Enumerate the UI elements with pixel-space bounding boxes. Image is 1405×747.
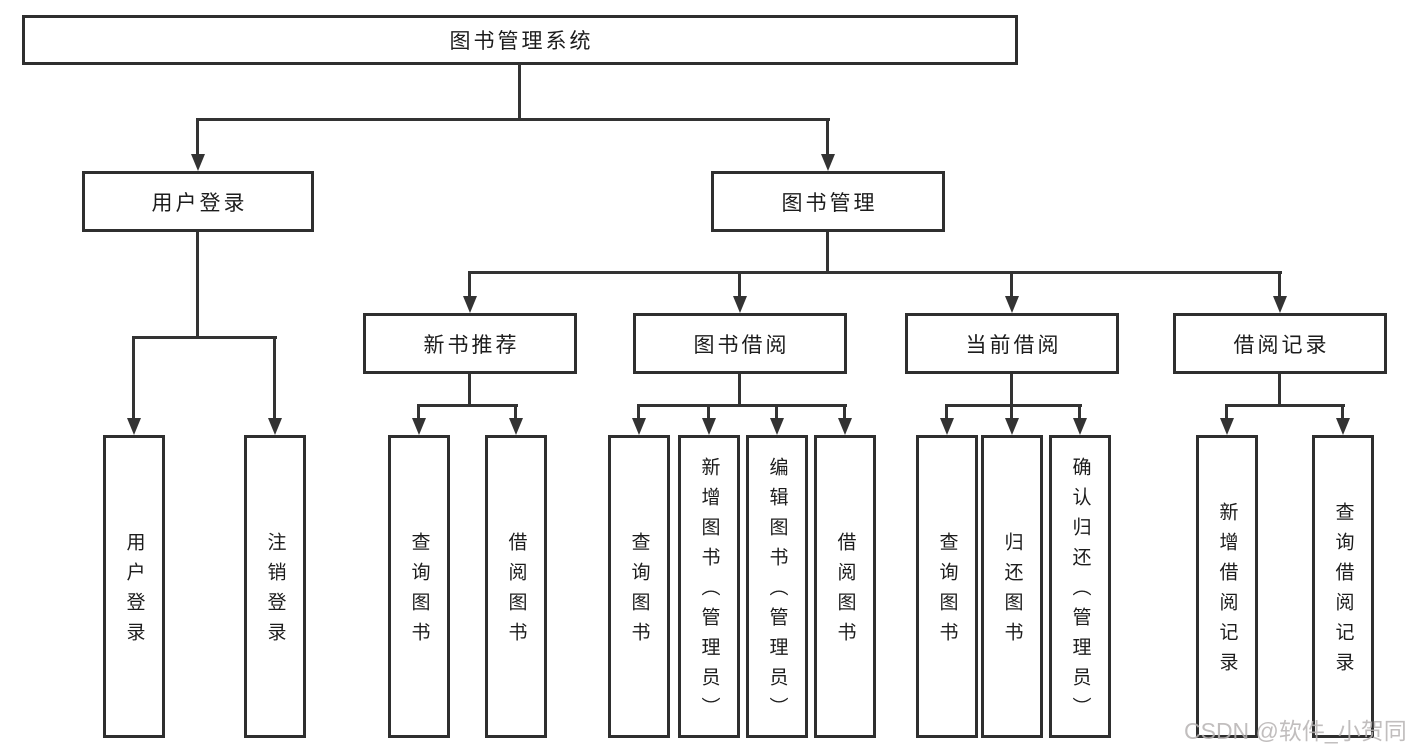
current-borrow-branch-line (945, 404, 1082, 407)
drop-book-management-line (826, 118, 829, 156)
leaf-borrow-query-books: 查询图书 (608, 435, 670, 738)
arrow-down-borrow-records (1273, 296, 1287, 313)
leaf-borrow-books-label: 借阅图书 (834, 532, 856, 652)
arrow-down-leaf-logout (268, 418, 282, 435)
csdn-watermark: CSDN @软件_小贺同学 (1184, 718, 1405, 744)
node-borrow-records: 借阅记录 (1173, 313, 1387, 374)
current-borrow-stem-line (1010, 374, 1013, 406)
node-current-borrow: 当前借阅 (905, 313, 1119, 374)
leaf-add-books-admin-label: 新增图书（管理员） (698, 457, 720, 727)
drop-borrow-records-line (1278, 271, 1281, 299)
book-borrow-branch-line (637, 404, 847, 407)
leaf-logout-label: 注销登录 (264, 532, 286, 652)
node-user-login: 用户登录 (82, 171, 314, 232)
node-current-borrow-label: 当前借阅 (965, 333, 1062, 357)
arrow-down-new-book-recommend (463, 296, 477, 313)
node-borrow-records-label: 借阅记录 (1233, 333, 1330, 357)
leaf-recommend-borrow-books-label: 借阅图书 (505, 532, 527, 652)
arrow-down-add-books (702, 418, 716, 435)
leaf-borrow-books: 借阅图书 (814, 435, 876, 738)
drop-current-borrow-line (1010, 271, 1013, 299)
node-book-management: 图书管理 (711, 171, 945, 232)
arrow-down-edit-books (770, 418, 784, 435)
user-login-stem-line (196, 232, 199, 338)
leaf-user-login: 用户登录 (103, 435, 165, 738)
node-new-book-recommend-label: 新书推荐 (423, 333, 520, 357)
node-root: 图书管理系统 (22, 15, 1018, 65)
drop-add-books-line (707, 404, 710, 420)
drop-current-query-line (945, 404, 948, 420)
drop-borrow-books-line (843, 404, 846, 420)
node-book-borrow: 图书借阅 (633, 313, 847, 374)
arrow-down-current-borrow (1005, 296, 1019, 313)
arrow-down-borrow-books (838, 418, 852, 435)
leaf-confirm-return-admin-label: 确认归还（管理员） (1069, 457, 1091, 727)
arrow-down-book-management (821, 154, 835, 171)
book-management-branch-line (469, 271, 1282, 274)
new-book-recommend-branch-line (417, 404, 518, 407)
drop-confirm-return-line (1078, 404, 1081, 420)
node-new-book-recommend: 新书推荐 (363, 313, 577, 374)
arrow-down-user-login (191, 154, 205, 171)
drop-borrow-query-line (637, 404, 640, 420)
arrow-down-book-borrow (733, 296, 747, 313)
leaf-current-query-books: 查询图书 (916, 435, 978, 738)
leaf-return-books-label: 归还图书 (1001, 532, 1023, 652)
leaf-confirm-return-admin: 确认归还（管理员） (1049, 435, 1111, 738)
leaf-borrow-query-books-label: 查询图书 (628, 532, 650, 652)
leaf-recommend-query-books: 查询图书 (388, 435, 450, 738)
arrow-down-recommend-query (412, 418, 426, 435)
node-book-management-label: 图书管理 (781, 191, 878, 215)
drop-book-borrow-line (738, 271, 741, 299)
drop-leaf-logout-line (273, 336, 276, 420)
leaf-user-login-label: 用户登录 (123, 532, 145, 652)
node-book-borrow-label: 图书借阅 (693, 333, 790, 357)
arrow-down-query-record (1336, 418, 1350, 435)
new-book-recommend-stem-line (468, 374, 471, 406)
book-management-stem-line (826, 232, 829, 274)
leaf-query-borrow-record-label: 查询借阅记录 (1332, 502, 1354, 682)
leaf-add-borrow-record: 新增借阅记录 (1196, 435, 1258, 738)
root-stem-line (518, 64, 521, 120)
leaf-add-borrow-record-label: 新增借阅记录 (1216, 502, 1238, 682)
drop-recommend-borrow-line (514, 404, 517, 420)
drop-query-record-line (1341, 404, 1344, 420)
node-root-label: 图书管理系统 (449, 30, 594, 53)
arrow-down-current-query (940, 418, 954, 435)
leaf-edit-books-admin-label: 编辑图书（管理员） (766, 457, 788, 727)
leaf-return-books: 归还图书 (981, 435, 1043, 738)
leaf-logout: 注销登录 (244, 435, 306, 738)
root-branch-line (197, 118, 830, 121)
arrow-down-borrow-query (632, 418, 646, 435)
drop-edit-books-line (775, 404, 778, 420)
leaf-query-borrow-record: 查询借阅记录 (1312, 435, 1374, 738)
borrow-records-branch-line (1225, 404, 1345, 407)
drop-return-books-line (1010, 404, 1013, 420)
leaf-recommend-query-books-label: 查询图书 (408, 532, 430, 652)
leaf-add-books-admin: 新增图书（管理员） (678, 435, 740, 738)
drop-add-record-line (1225, 404, 1228, 420)
arrow-down-recommend-borrow (509, 418, 523, 435)
book-borrow-stem-line (738, 374, 741, 406)
drop-new-book-recommend-line (468, 271, 471, 299)
borrow-records-stem-line (1278, 374, 1281, 406)
arrow-down-return-books (1005, 418, 1019, 435)
leaf-current-query-books-label: 查询图书 (936, 532, 958, 652)
leaf-recommend-borrow-books: 借阅图书 (485, 435, 547, 738)
node-user-login-label: 用户登录 (151, 191, 248, 215)
drop-leaf-user-login-line (132, 336, 135, 420)
arrow-down-leaf-user-login (127, 418, 141, 435)
arrow-down-confirm-return (1073, 418, 1087, 435)
user-login-branch-line (132, 336, 277, 339)
leaf-edit-books-admin: 编辑图书（管理员） (746, 435, 808, 738)
drop-user-login-line (196, 118, 199, 156)
drop-recommend-query-line (417, 404, 420, 420)
arrow-down-add-record (1220, 418, 1234, 435)
